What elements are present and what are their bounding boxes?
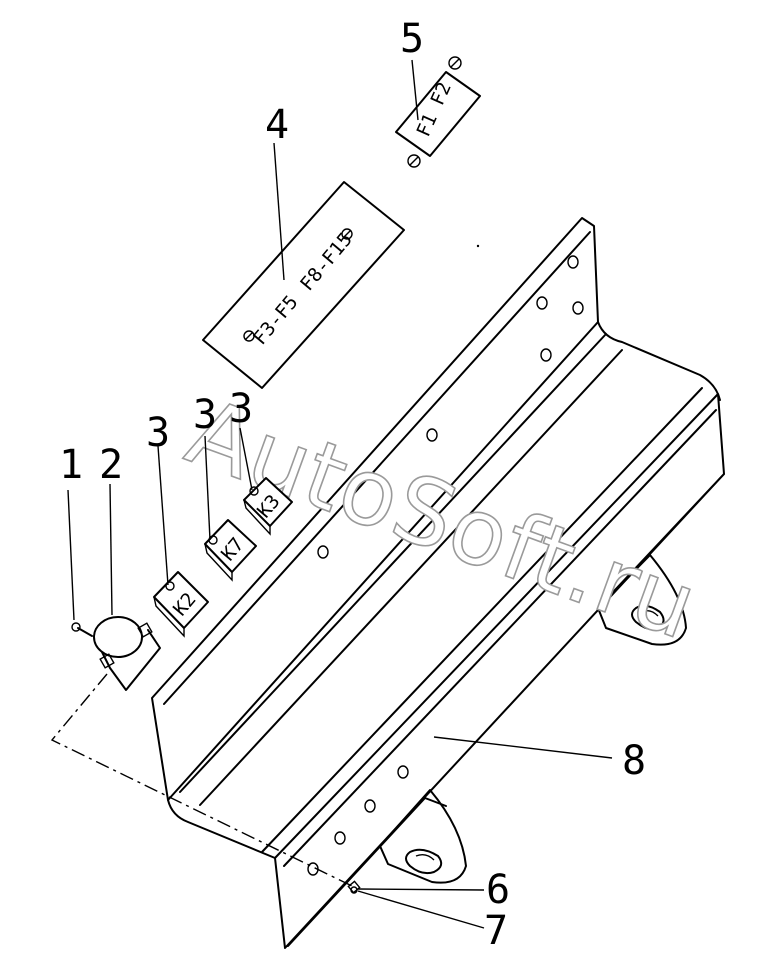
mounting-lug-rear [597,554,687,646]
bracket-hole [397,765,409,779]
bracket-hole [426,428,438,442]
bracket-hole [567,255,579,269]
callout-1: 1 [59,442,83,488]
callout-7: 7 [484,908,508,954]
mounting-lug-front [379,789,467,884]
callout-5: 5 [400,16,424,62]
callout-3c: 3 [229,386,253,432]
callout-4: 4 [265,102,289,148]
relay-k7: K7 [204,519,257,582]
leader-lines [67,59,613,929]
callout-3b: 3 [193,392,217,438]
flasher-relay [93,616,161,691]
bracket-hole [334,831,346,845]
fuse-block-large: F3-F5 F8-F15 [202,181,405,389]
bracket-hole [364,799,376,813]
watermark: AutoSoft.ru [174,377,712,661]
mounting-bracket [151,217,725,949]
bracket-hole [317,545,329,559]
callout-3a: 3 [146,410,170,456]
relay-k2: K2 [153,571,209,638]
callout-2: 2 [99,442,123,488]
bracket-hole [536,296,548,310]
bracket-hole [572,301,584,315]
screw [71,622,93,637]
svg-text:AutoSoft.ru: AutoSoft.ru [174,378,710,660]
nut-and-washer [347,880,361,894]
callout-numbers: 1 2 3 3 3 4 5 6 7 8 [59,16,646,954]
fuse-block-small: F1 F2 [395,56,481,168]
bracket-hole [540,348,552,362]
callout-6: 6 [486,867,510,913]
callout-8: 8 [622,738,646,784]
